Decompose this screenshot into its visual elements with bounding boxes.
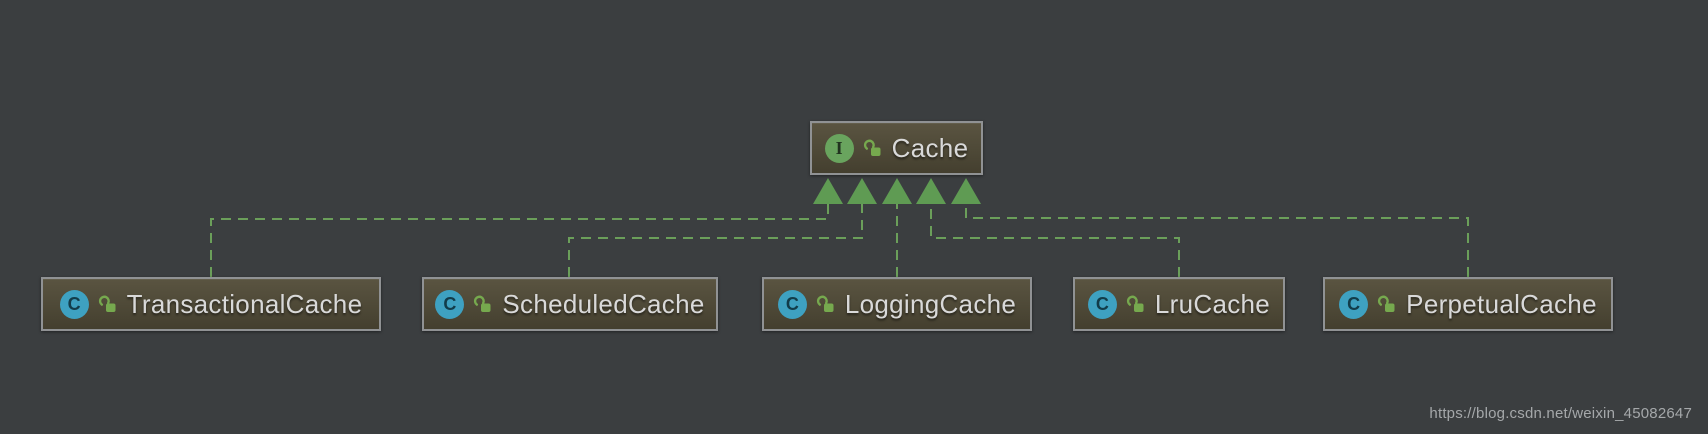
edge-line[interactable] bbox=[568, 204, 863, 277]
unlocked-padlock-icon bbox=[816, 295, 834, 312]
uml-node-loggingcache[interactable]: C LoggingCache bbox=[762, 277, 1032, 331]
node-label: ScheduledCache bbox=[502, 288, 705, 319]
edge-arrowhead-icon bbox=[951, 178, 981, 204]
edge-scheduled-implements-cache[interactable] bbox=[568, 178, 877, 277]
uml-node-cache[interactable]: I Cache bbox=[810, 121, 983, 175]
node-label: PerpetualCache bbox=[1406, 288, 1597, 319]
unlocked-padlock-icon bbox=[1378, 295, 1395, 312]
uml-node-transactionalcache[interactable]: C TransactionalCache bbox=[41, 277, 381, 331]
node-label: LruCache bbox=[1154, 288, 1271, 319]
edge-line[interactable] bbox=[930, 204, 1180, 277]
edge-arrowhead-icon bbox=[916, 178, 946, 204]
unlocked-padlock-icon bbox=[1126, 295, 1144, 312]
edge-lru-implements-cache[interactable] bbox=[916, 178, 1180, 277]
node-label: TransactionalCache bbox=[126, 288, 363, 319]
uml-node-scheduledcache[interactable]: C ScheduledCache bbox=[422, 277, 718, 331]
edge-logging-implements-cache[interactable] bbox=[882, 178, 912, 277]
edge-perpetual-implements-cache[interactable] bbox=[951, 178, 1469, 277]
class-badge-icon: C bbox=[1087, 289, 1117, 319]
class-badge-icon: C bbox=[59, 289, 89, 319]
edge-arrowhead-icon bbox=[813, 178, 843, 204]
edge-transactional-implements-cache[interactable] bbox=[210, 178, 843, 277]
edge-line[interactable] bbox=[965, 204, 1469, 277]
unlocked-padlock-icon bbox=[474, 295, 491, 312]
uml-node-lrucache[interactable]: C LruCache bbox=[1073, 277, 1285, 331]
interface-badge-icon: I bbox=[824, 133, 854, 163]
edge-arrowhead-icon bbox=[882, 178, 912, 204]
uml-node-perpetualcache[interactable]: C PerpetualCache bbox=[1323, 277, 1613, 331]
class-badge-icon: C bbox=[435, 289, 465, 319]
edge-arrowhead-icon bbox=[847, 178, 877, 204]
class-badge-icon: C bbox=[1339, 289, 1369, 319]
edge-line[interactable] bbox=[210, 204, 829, 277]
watermark-url: https://blog.csdn.net/weixin_45082647 bbox=[1429, 405, 1692, 422]
node-label: Cache bbox=[891, 132, 969, 163]
class-badge-icon: C bbox=[777, 289, 807, 319]
unlocked-padlock-icon bbox=[863, 139, 881, 156]
node-label: LoggingCache bbox=[844, 288, 1017, 319]
unlocked-padlock-icon bbox=[98, 295, 116, 312]
